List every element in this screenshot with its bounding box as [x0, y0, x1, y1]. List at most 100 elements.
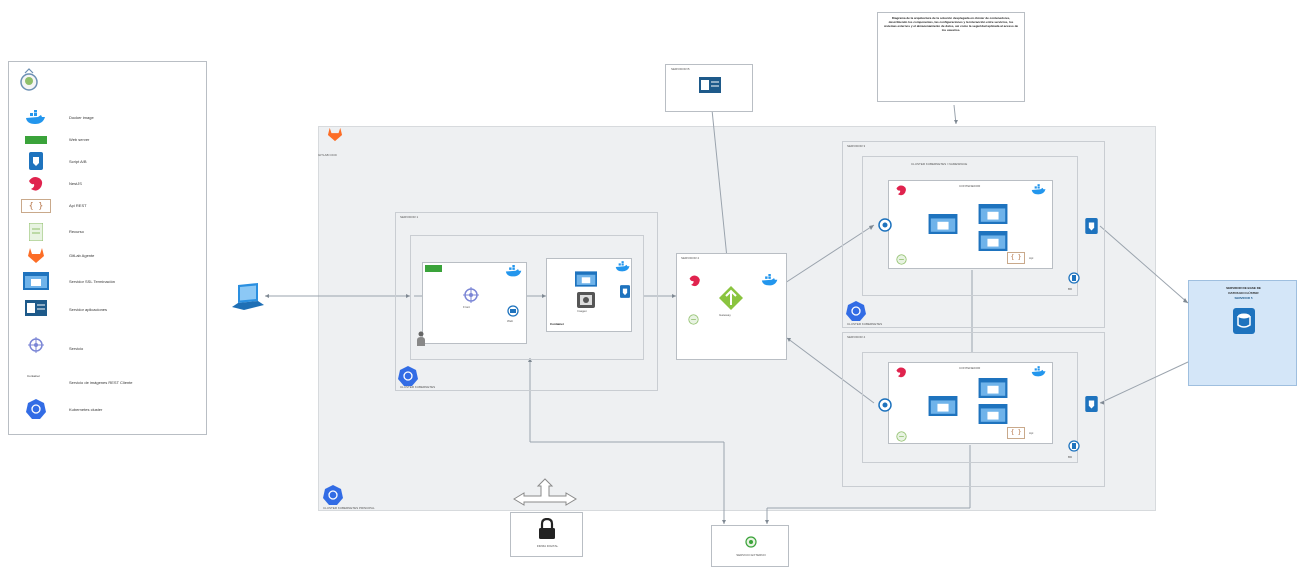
api-label: Api — [1029, 256, 1034, 260]
transfer-arrows-icon — [513, 478, 577, 506]
note-box: Diagrama de la arquitectura de la soluci… — [877, 12, 1025, 102]
kubernetes-icon — [846, 301, 866, 321]
db-small-label: BD — [1068, 455, 1073, 459]
web-icon — [507, 305, 519, 317]
document-icon — [896, 254, 907, 265]
server-3-box: SERVIDOR 3 CLUSTER KUBERNETES — [842, 141, 1105, 328]
nestjs-icon — [896, 367, 906, 378]
server-4-container: CONTENEDOR { } Api — [888, 362, 1053, 444]
database-icon — [1233, 308, 1255, 334]
db-title-line2: DATOS EN CLÚSTER — [1228, 291, 1259, 295]
text-image-icon: Container — [27, 374, 41, 378]
legend-row-k8s: Kubernetes cluster — [9, 398, 205, 422]
legend-label: Kubernetes cluster — [69, 407, 103, 412]
server-db-icon — [25, 300, 47, 316]
gitlab-icon — [28, 248, 44, 263]
server-db-icon — [699, 77, 721, 93]
nestjs-icon — [689, 275, 700, 287]
app-window-icon — [978, 404, 1008, 424]
db-title-line3: SERVIDOR 5 — [1234, 296, 1253, 300]
server-3-container: CONTENEDOR { } Api — [888, 180, 1053, 269]
legend-row-gitlab: GitLab Agente — [9, 244, 205, 268]
api-braces-icon: { } — [1007, 427, 1025, 439]
db-small-icon — [1068, 272, 1080, 284]
server-4-inner-label: CONTENEDOR — [959, 366, 981, 370]
docker-whale-icon — [761, 274, 778, 286]
gateway-label: Gateway — [719, 313, 731, 317]
legend-label: Recurso — [69, 229, 84, 234]
app-window-icon — [23, 272, 49, 290]
firma-label: FIRMA DIGITAL — [536, 544, 559, 548]
document-icon — [29, 223, 43, 241]
firma-digital-box: FIRMA DIGITAL — [510, 512, 583, 557]
server-3-label: SERVIDOR 3 — [847, 144, 866, 148]
green-service-icon — [25, 136, 47, 144]
api-braces-icon: { } — [1007, 252, 1025, 264]
legend-label: Servidor aplicaciones — [69, 307, 108, 312]
kubernetes-icon — [26, 399, 46, 419]
helm-icon — [463, 287, 479, 303]
blue-shield-icon — [29, 152, 43, 170]
server-4-box: SERVIDOR 4 — [842, 332, 1105, 487]
legend-row-script: Script A/B — [9, 150, 205, 174]
blue-shield-icon — [1085, 396, 1098, 412]
main-bottom-label: CLUSTER KUBERNETES PRINCIPAL — [323, 506, 375, 510]
service-endpoint-icon — [878, 398, 892, 412]
server-1-box: SERVIDOR 1 CLUSTER KUBERNETES — [395, 212, 658, 391]
legend-row-appserver: Servidor aplicaciones — [9, 298, 205, 322]
app-window-icon — [575, 271, 597, 287]
legend-label: Servidor SSL Terminación — [69, 279, 116, 284]
app-window-icon — [928, 396, 958, 416]
lock-icon — [539, 518, 555, 539]
laptop-icon[interactable] — [232, 283, 264, 311]
front-label: Front — [463, 305, 471, 309]
server-1-bottom-label: CLUSTER KUBERNETES — [400, 385, 436, 389]
app-window-icon — [928, 214, 958, 234]
legend-row-helm: Servicio — [9, 337, 205, 361]
service-endpoint-icon — [878, 218, 892, 232]
app-window-icon — [978, 204, 1008, 224]
server-3-sublabel: CLUSTER KUBERNETES / NAMESPACE — [911, 162, 968, 166]
legend-row-web: Web server — [9, 128, 205, 152]
kubernetes-icon — [323, 485, 343, 505]
gateway-icon — [719, 286, 743, 310]
web-label: Web — [507, 319, 514, 323]
legend-label: Docker image — [69, 115, 94, 120]
person-icon — [417, 331, 425, 346]
top-server-box: SERVIDOR B — [665, 64, 753, 112]
server-4-namespace — [862, 352, 1078, 463]
db-title-line1: SERVIDOR DE BASE DE — [1226, 286, 1261, 290]
service-icon — [745, 536, 757, 548]
legend-label: Api REST — [69, 203, 87, 208]
legend-label: Script A/B — [69, 159, 87, 164]
document-icon — [896, 431, 907, 442]
server-2-box: SERVIDOR 2 Gateway — [676, 253, 787, 360]
gitlab-logo-icon — [327, 127, 343, 142]
green-service-icon — [425, 265, 442, 272]
legend-label: NestJS — [69, 181, 82, 186]
front-node-box: Front Web — [422, 262, 527, 344]
legend-logo — [18, 68, 40, 94]
nestjs-icon — [29, 177, 43, 191]
external-service-box: SERVICIO EXTERNO — [711, 525, 789, 567]
legend-label: Servicio — [69, 346, 84, 351]
legend-label: Servicio de imágenes REST Cliente — [69, 380, 133, 385]
container-label: Container — [550, 322, 565, 326]
legend-label: GitLab Agente — [69, 253, 95, 258]
docker-whale-icon — [615, 261, 630, 272]
top-server-label: SERVIDOR B — [671, 67, 690, 71]
docker-whale-icon — [505, 265, 522, 277]
api-label: Api — [1029, 431, 1034, 435]
server-3-inner-label: CONTENEDOR — [959, 184, 981, 188]
server-3-namespace: CLUSTER KUBERNETES / NAMESPACE — [862, 156, 1078, 296]
server-4-label: SERVIDOR 4 — [847, 335, 866, 339]
db-small-icon — [1068, 440, 1080, 452]
main-cluster-label: GITLAB CICD — [318, 153, 337, 157]
legend-row-ssl: Servidor SSL Terminación — [9, 270, 205, 294]
server-1-label: SERVIDOR 1 — [400, 215, 419, 219]
legend-row-nest: NestJS — [9, 172, 205, 196]
image-label: Imagen — [577, 309, 588, 313]
api-braces-icon: { } — [21, 199, 51, 213]
kubernetes-icon — [398, 366, 418, 386]
helm-icon — [28, 337, 44, 353]
